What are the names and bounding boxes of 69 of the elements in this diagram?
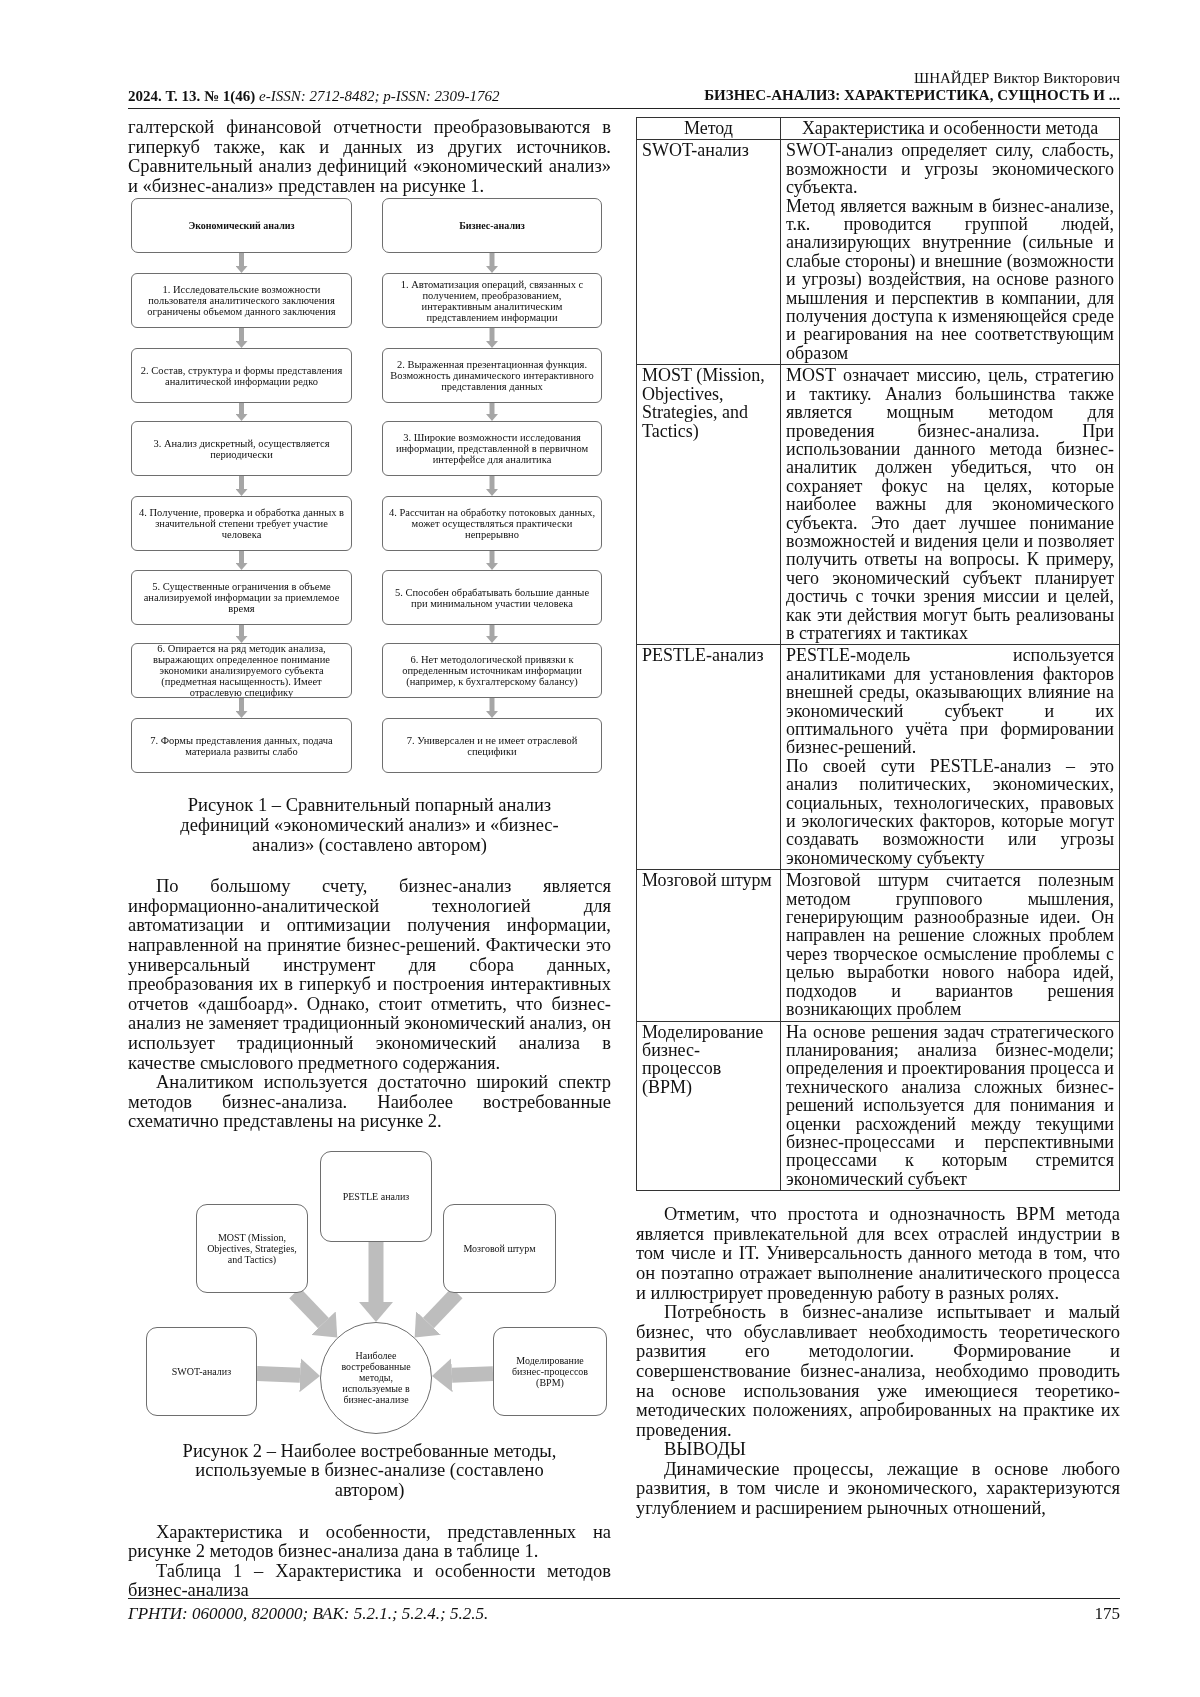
cell-text: MOST означает миссию, цель, стратегию и тактику. Анализ большинства также является мощным методом для проведения бизнес-анализа. При использовании данного метода бизнес-аналитик должен убедиться, что он сохраняет фокус на целях, которые наиболее важны для экономического субъекта. Это дает лучшее понимание возможностей и видения цели и позволяет получить ответы на вопросы. К примеру, чего экономический субъект планирует достичь с точки зрения миссии и целей, как эти действия могут быть реализованы в стратегиях и тактиках — [786, 366, 1114, 643]
body-paragraph: галтерской финансовой отчетности преобразовываются в гиперкуб также, как и данных из других источников. Сравнительный анализ дефиниций «экономический анализ» и «бизнес-анализ» представлен на рисунке 1. — [128, 118, 611, 197]
cell-text: По своей сути PESTLE-анализ – это анализ политических, экономических, социальных, технологических, правовых и экологических факторов, которые могут создавать возможности или угрозы экономическому субъекту — [786, 756, 1114, 868]
cell-text: PESTLE-модель используется аналитиками для установления факторов внешней среды, оказывающих влияние на экономический субъект и их оптимального учёта при формировании бизнес-решений. — [786, 646, 1114, 757]
heading-box: Экономический анализ — [131, 198, 352, 254]
arrow — [235, 476, 248, 497]
cell-text: PESTLE-анализ — [642, 646, 765, 665]
arrow — [486, 403, 498, 422]
process-box: 2. Состав, структура и формы представления аналитической информации редко — [131, 348, 352, 404]
arrow — [235, 698, 248, 719]
cell-text: SWOT-анализ определяет силу, слабость, возможности и угрозы экономического субъекта. — [786, 141, 1114, 197]
process-box: 2. Выраженная презентационная функция. Возможность динамического интерактивного представления данных — [382, 348, 602, 404]
running-header: 2024. Т. 13. № 1(46) e-ISSN: 2712-8482; p-ISSN: 2309-1762 — [128, 88, 501, 105]
method-box: SWOT-анализ — [146, 1326, 257, 1416]
cell-text: MOST (Mission, Objectives, Strategies, and Tactics) — [642, 366, 766, 440]
arrow — [235, 551, 248, 571]
cell-text: SWOT-анализ — [642, 141, 750, 160]
column-header: Метод — [683, 119, 734, 138]
center-circle: Наиболее востребованные методы, используемые в бизнес-анализе — [320, 1321, 432, 1434]
footer-text: ГРНТИ: 060000, 820000; ВАК: 5.2.1.; 5.2.4.; 5.2.5. — [128, 1604, 489, 1624]
cell-text: Мозговой штурм считается полезным методом группового мышления, генерирующим разнообразные идеи. Он направлен на решение сложных проблем через творческое осмысление проблемы с целью выработки нового набора идей, подходов и вариантов решения возникающих проблем — [786, 871, 1114, 1019]
process-box: 3. Широкие возможности исследования информации, представленной в первичном интерфейсе для аналитика — [382, 421, 602, 477]
author-name: ШНАЙДЕР Виктор Викторович — [913, 70, 1120, 87]
arrow — [486, 625, 498, 644]
arrow — [486, 551, 498, 571]
body-paragraph: Характеристика и особенности, представленных на рисунке 2 методов бизнес-анализа дана в таблице 1. — [128, 1522, 611, 1562]
process-box: 5. Существенные ограничения в объеме анализируемой информации за приемлемое время — [131, 570, 352, 626]
process-box: 1. Исследовательские возможности пользователя аналитического заключения ограничены объемом данного заключения — [131, 273, 352, 329]
section-heading: ВЫВОДЫ — [664, 1440, 747, 1460]
figure-caption: Рисунок 1 – Сравнительный попарный анализ дефиниций «экономический анализ» и «бизнес-анализ» (составлено автором) — [179, 796, 560, 856]
body-paragraph: По большому счету, бизнес-анализ является информационно-аналитической технологией для автоматизации и оптимизации получения информации, направленной на принятие бизнес-решений. Фактически это универсальный инструмент для сбора данных, преобразования их в гиперкуб и построения интерактивных отчетов «дашбоард». Однако, стоит отметить, что бизнес-анализ не заменяет традиционный экономический анализ, он использует традиционный экономический анализа в качестве смыслового предметного содержания. — [128, 877, 611, 1074]
cell-text: Метод является важным в бизнес-анализе, т.к. проводится группой людей, анализирующих внутренние (сильные и слабые стороны) и внешние (возможности и угрозы) воздействия, на основе разного мышления и перспектив в компании, для получения доступа к изменяющейся среде и реагирования на нее соответствующим образом — [786, 196, 1114, 363]
process-box: 1. Автоматизация операций, связанных с получением, преобразованием, интерактивным аналитическим представлением информации — [382, 273, 602, 329]
running-title: БИЗНЕС-АНАЛИЗ: ХАРАКТЕРИСТИКА, СУЩНОСТЬ И ... — [703, 87, 1120, 104]
arrow — [486, 253, 498, 274]
body-paragraph: Аналитиком используется достаточно широкий спектр методов бизнес-анализа. Наиболее востребованные схематично представлены на рисунке 2. — [128, 1073, 611, 1132]
arrow — [359, 1241, 393, 1322]
process-box: 3. Анализ дискретный, осуществляется периодически — [131, 421, 352, 477]
process-box: 7. Универсален и не имеет отраслевой специфики — [382, 718, 602, 774]
arrow — [486, 328, 498, 349]
table-caption: Таблица 1 – Характеристика и особенности методов бизнес-анализа — [128, 1561, 611, 1602]
method-box: MOST (Mission, Objectives, Strategies, and Tactics) — [196, 1203, 308, 1293]
process-box: 6. Опирается на ряд методик анализа, выражающих определенное понимание экономики анализируемого субъекта (предметная насыщенность). Имеет отраслевую специфику — [131, 643, 352, 699]
arrow — [256, 1358, 321, 1393]
process-box: 4. Рассчитан на обработку потоковых данных, может осуществляться практически непрерывно — [382, 496, 602, 552]
arrow — [431, 1358, 494, 1393]
body-paragraph: Потребность в бизнес-анализе испытывает и малый бизнес, что обуславливает необходимость теоретического развития его методологии. Формирование и совершенствование бизнес-анализа, необходимо проводить на основе использования уже имеющиеся теоретико-методических положениях, апробированных на практике их проведения. — [636, 1303, 1120, 1441]
arrow — [486, 698, 498, 719]
arrow — [486, 476, 498, 497]
cell-text: Моделирование бизнес-процессов (BPM) — [642, 1022, 765, 1097]
process-box: 7. Формы представления данных, подача материала развиты слабо — [131, 718, 352, 774]
method-box: PESTLE анализ — [320, 1150, 432, 1242]
heading-box: Бизнес-анализ — [382, 198, 602, 254]
method-box: Мозговой штурм — [443, 1203, 556, 1293]
figure-caption: Рисунок 2 – Наиболее востребованные методы, используемые в бизнес-анализе (составлено автором) — [181, 1441, 558, 1501]
arrow — [235, 253, 248, 274]
process-box: 5. Способен обрабатывать большие данные при минимальном участии человека — [382, 570, 602, 626]
process-box: 6. Нет методологической привязки к определенным источникам информации (например, к бухгалтерскому балансу) — [382, 643, 602, 699]
cell-text: На основе решения задач стратегического планирования; анализа бизнес-модели; определения и проектирования процесса и технического анализа сложных бизнес-решений используется для понимания и оценки расхождений между текущими бизнес-процессами и перспективными процессами к которым стремится экономический субъект — [786, 1022, 1114, 1189]
column-header: Характеристика и особенности метода — [800, 119, 1100, 138]
arrow — [235, 328, 248, 349]
cell-text: Мозговой штурм — [642, 871, 773, 890]
arrow — [235, 625, 248, 644]
method-box: Моделирование бизнес-процессов (BPM) — [493, 1326, 607, 1416]
arrow — [235, 403, 248, 422]
body-paragraph: Динамические процессы, лежащие в основе любого развития, в том числе и экономического, характеризуются углублением и расширением рыночных отношений, — [636, 1459, 1120, 1519]
page-number: 175 — [1094, 1604, 1120, 1624]
body-paragraph: Отметим, что простота и однозначность BPM метода является привлекательной для всех отраслей индустрии в том числе и IT. Универсальность данного метода в том, что он поэтапно отражает выполнение аналитического процесса и иллюстрирует проведенную работу в разных ролях. — [636, 1205, 1120, 1304]
process-box: 4. Получение, проверка и обработка данных в значительной степени требует участие человека — [131, 496, 352, 552]
